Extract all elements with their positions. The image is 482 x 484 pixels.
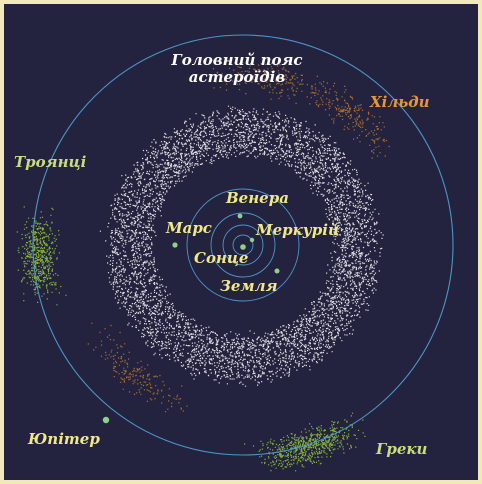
venus-label: Венера: [226, 189, 289, 207]
main-belt-title-line1: Головний пояс: [171, 51, 303, 69]
mars-orbit: [186, 188, 300, 302]
mars: [172, 242, 178, 248]
jupiter-orbit: [32, 34, 454, 456]
greeks-label: Греки: [376, 440, 428, 458]
mercury-orbit: [232, 234, 254, 256]
mercury: [249, 237, 255, 243]
mars-label: Марс: [166, 219, 212, 237]
jupiter: [102, 416, 110, 424]
earth-label: Земля: [220, 277, 278, 295]
mercury-label: Меркурій: [256, 221, 339, 239]
main-belt-title-line2: астероїдів: [188, 68, 286, 86]
sun: [240, 244, 246, 250]
trojans-label: Троянці: [14, 153, 87, 171]
planet-orbits: [32, 34, 454, 456]
jupiter-label: Юпітер: [28, 430, 100, 448]
earth-orbit: [210, 212, 276, 278]
planets: [102, 213, 280, 424]
solar-system-diagram: Головний пояс астероїдів Хільди Троянці …: [4, 4, 478, 480]
trojan-asteroids: [16, 206, 67, 306]
sun-label: Сонце: [194, 249, 249, 267]
venus-orbit: [222, 224, 264, 266]
diagram-canvas: [16, 34, 454, 472]
greek-asteroids: [244, 412, 366, 472]
hildas-label: Хільди: [370, 93, 430, 111]
venus: [237, 213, 243, 219]
asteroid-groups: [16, 58, 390, 472]
main-belt-title: Головний пояс астероїдів: [132, 52, 342, 86]
earth: [274, 268, 280, 274]
